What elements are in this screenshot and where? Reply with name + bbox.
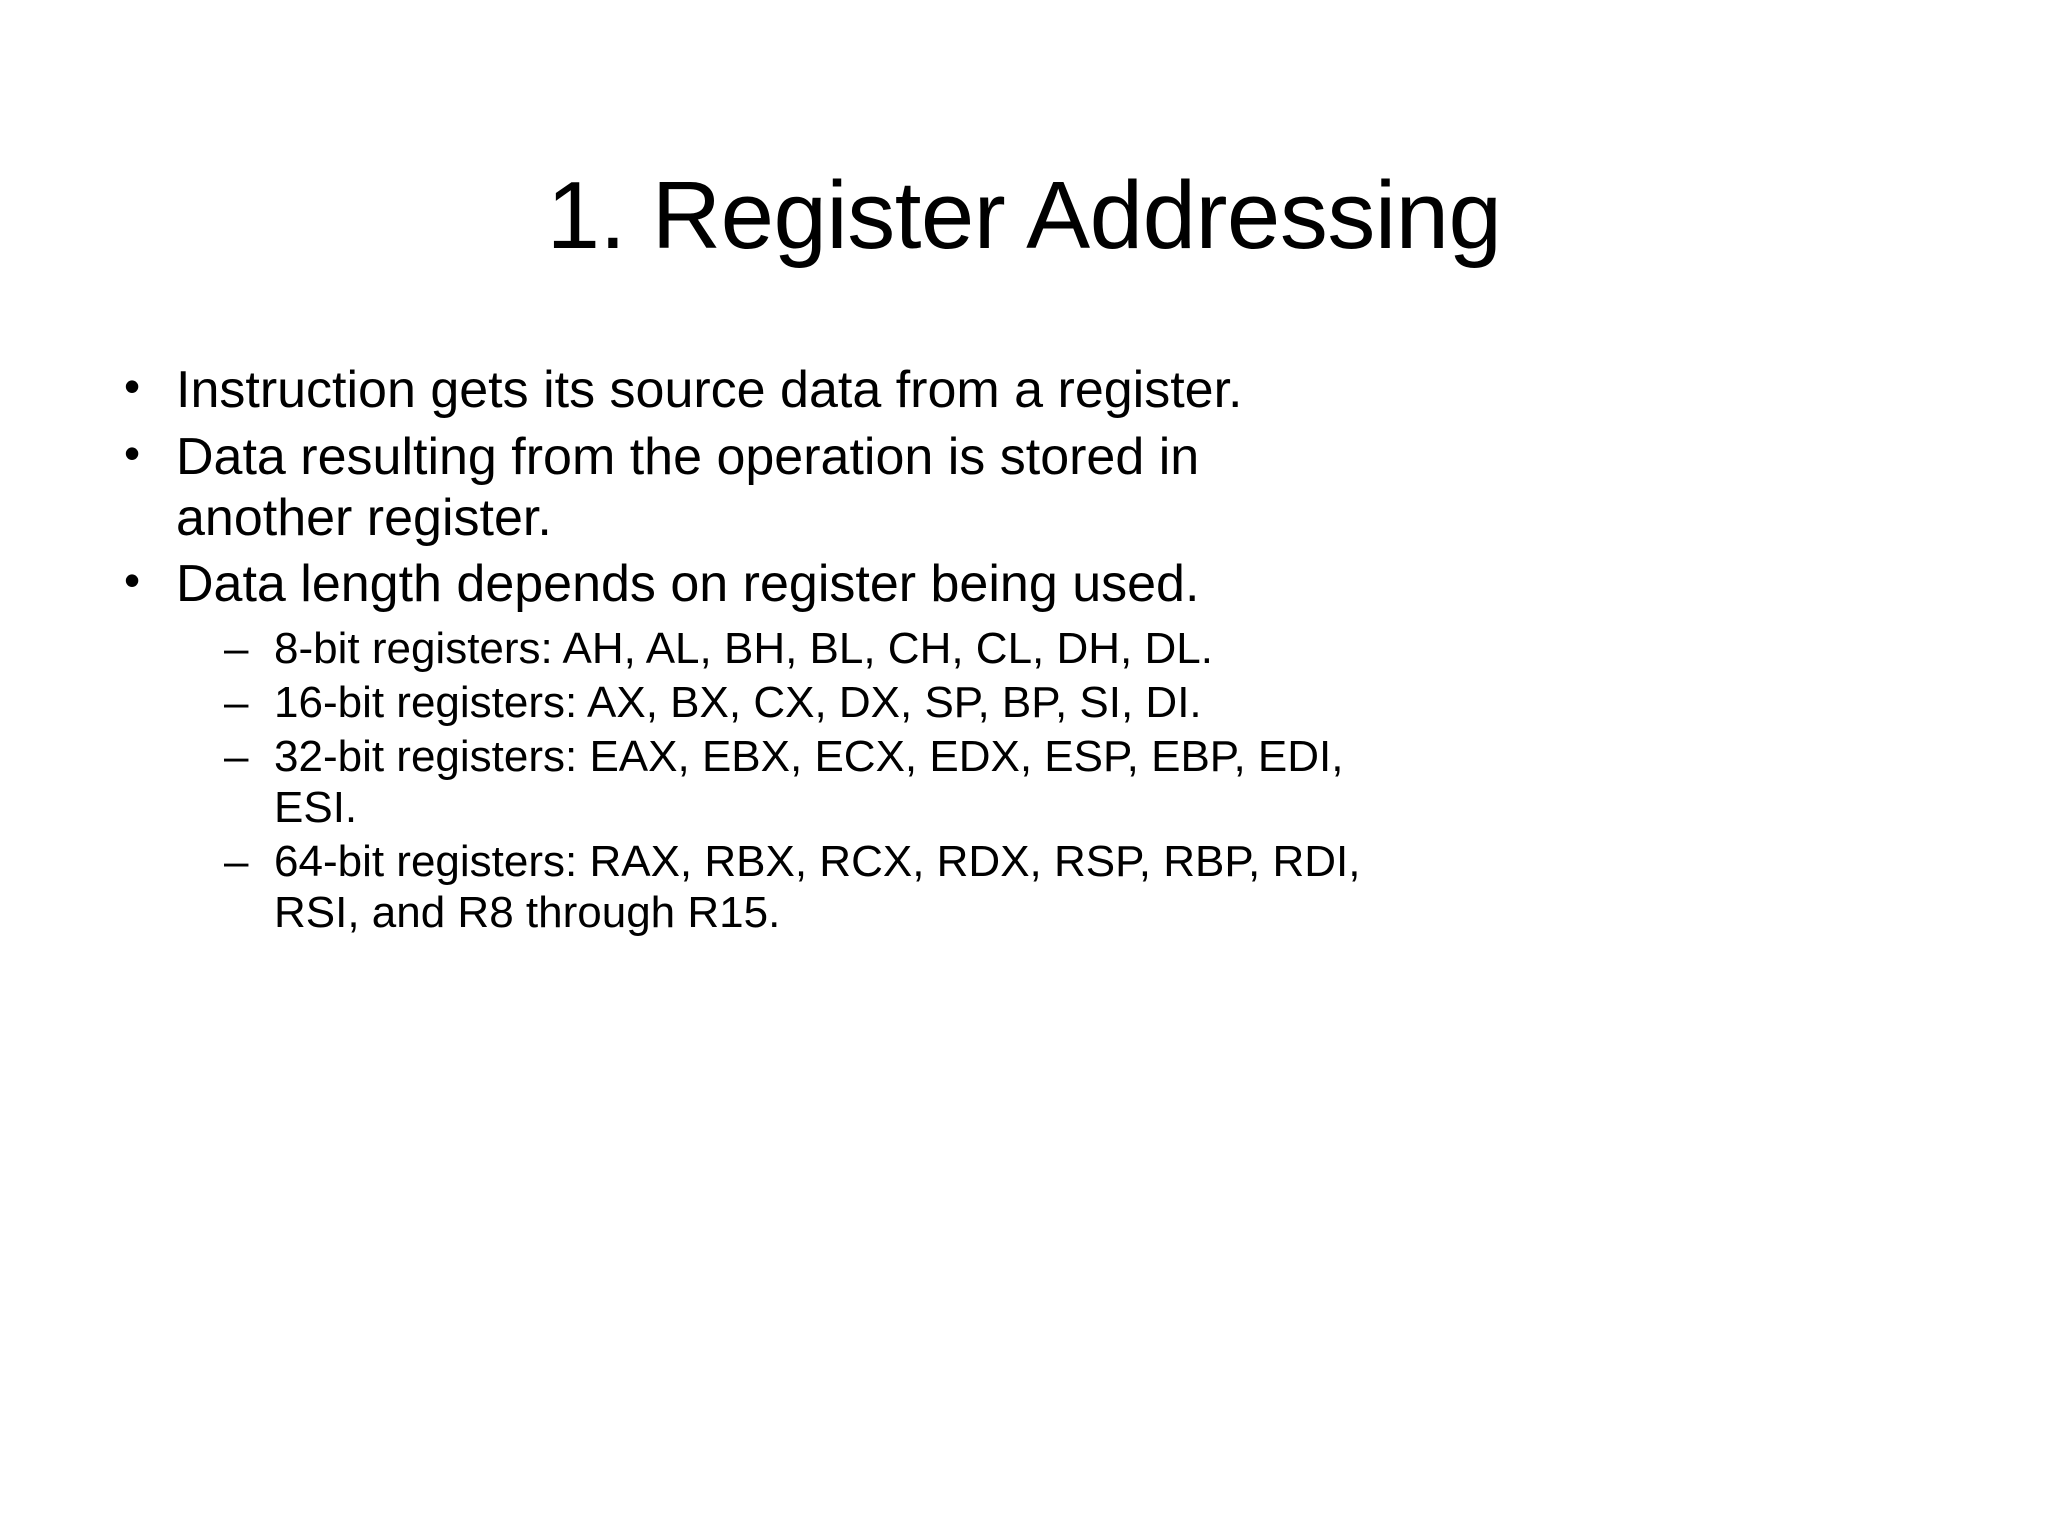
title-placeholder: 1. Register Addressing	[0, 100, 2048, 332]
list-item: • Instruction gets its source data from …	[108, 360, 1368, 421]
list-item: – 16-bit registers: AX, BX, CX, DX, SP, …	[212, 677, 1368, 728]
list-item: • Data resulting from the operation is s…	[108, 427, 1368, 549]
sub-bullet-text: 8-bit registers: AH, AL, BH, BL, CH, CL,…	[274, 624, 1213, 674]
bullet-dash-icon: –	[224, 624, 249, 674]
sub-bullet-text: 64-bit registers: RAX, RBX, RCX, RDX, RS…	[274, 837, 1361, 938]
bullet-list: • Instruction gets its source data from …	[108, 360, 1368, 939]
list-item: • Data length depends on register being …	[108, 554, 1368, 938]
bullet-dash-icon: –	[224, 678, 249, 728]
list-item: – 64-bit registers: RAX, RBX, RCX, RDX, …	[212, 836, 1368, 938]
bullet-text: Data resulting from the operation is sto…	[176, 427, 1200, 547]
sub-bullet-text: 16-bit registers: AX, BX, CX, DX, SP, BP…	[274, 678, 1202, 728]
list-item: – 32-bit registers: EAX, EBX, ECX, EDX, …	[212, 731, 1368, 833]
bullet-dot-icon: •	[124, 360, 141, 412]
sub-bullet-list: – 8-bit registers: AH, AL, BH, BL, CH, C…	[212, 623, 1368, 938]
bullet-text: Data length depends on register being us…	[176, 555, 1200, 614]
bullet-dot-icon: •	[124, 554, 141, 607]
sub-bullet-text: 32-bit registers: EAX, EBX, ECX, EDX, ES…	[274, 732, 1344, 833]
list-item: – 8-bit registers: AH, AL, BH, BL, CH, C…	[212, 623, 1368, 674]
content-placeholder: • Instruction gets its source data from …	[108, 360, 1368, 945]
bullet-dash-icon: –	[224, 732, 249, 782]
bullet-dot-icon: •	[124, 426, 141, 479]
sub-bullet-group: – 8-bit registers: AH, AL, BH, BL, CH, C…	[212, 623, 1368, 938]
bullet-dash-icon: –	[224, 837, 249, 887]
page-title: 1. Register Addressing	[546, 162, 1502, 270]
bullet-text: Instruction gets its source data from a …	[176, 361, 1243, 419]
